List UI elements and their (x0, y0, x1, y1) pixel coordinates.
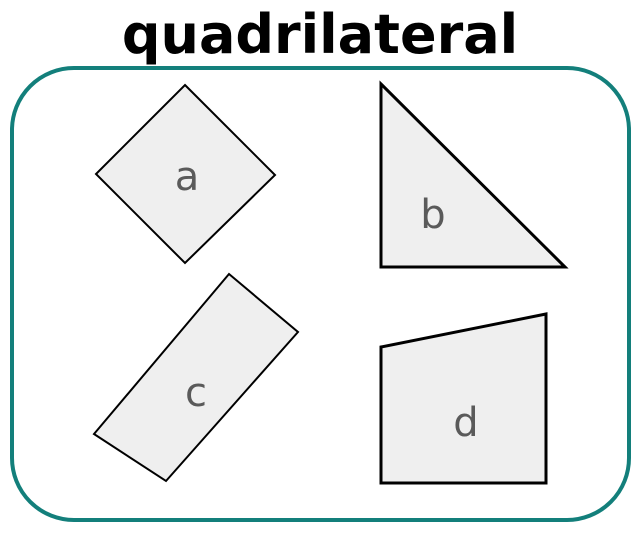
shape-b-label: b (420, 192, 445, 238)
shape-d-label: d (453, 400, 478, 446)
shape-a: a (94, 83, 277, 265)
diagram-title: quadrilateral (121, 3, 519, 66)
shape-c: c (92, 272, 300, 483)
shape-d: d (379, 312, 548, 485)
shape-b: b (379, 80, 569, 269)
shape-a-label: a (175, 154, 200, 200)
shape-c-label: c (185, 370, 207, 416)
frame-border (10, 66, 631, 522)
